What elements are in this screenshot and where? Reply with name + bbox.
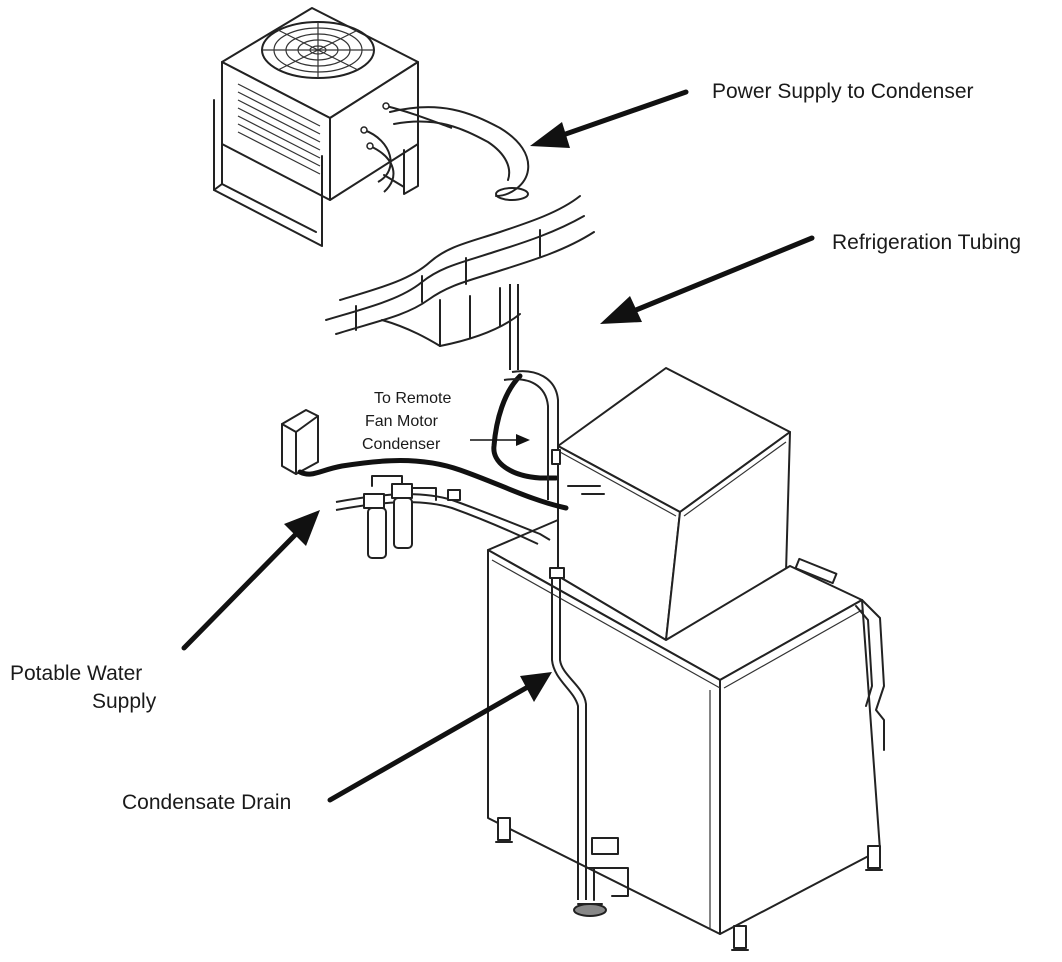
label-to-remote-3: Condenser [362, 436, 441, 453]
refrigeration-tubing-line [491, 284, 559, 500]
label-potable-water-1: Potable Water [10, 662, 142, 685]
remote-condenser-unit [213, 7, 530, 247]
arrow-condensate-drain [327, 672, 552, 803]
condenser-stand [213, 99, 419, 247]
ceiling-roof-break [325, 195, 595, 347]
ice-storage-bin [487, 519, 885, 951]
label-condensate-drain: Condensate Drain [122, 791, 291, 814]
fan-guard-icon [261, 21, 375, 79]
label-potable-water-2: Supply [92, 690, 157, 713]
label-power-supply: Power Supply to Condenser [712, 80, 974, 103]
label-refrigeration-tubing: Refrigeration Tubing [832, 231, 1021, 254]
louver-grille [237, 83, 321, 175]
arrow-power-supply [530, 89, 689, 148]
electrical-box [281, 409, 569, 511]
label-to-remote-1: To Remote [374, 390, 451, 407]
condensate-drain-pipe [549, 567, 607, 917]
water-filter-assembly [335, 475, 551, 559]
ice-machine-head [551, 367, 791, 641]
label-to-remote-2: Fan Motor [365, 413, 439, 430]
arrow-to-remote [470, 434, 530, 446]
arrow-refrigeration-tubing [600, 235, 815, 324]
arrow-potable-water [181, 510, 320, 651]
